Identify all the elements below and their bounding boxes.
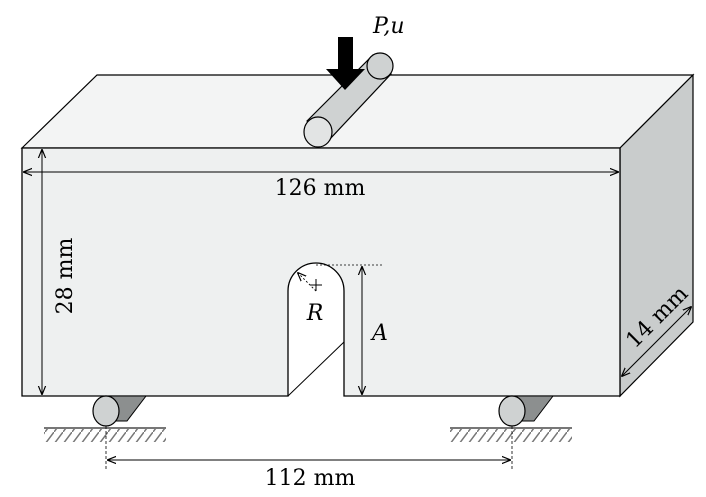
length-label: 126 mm [275, 176, 366, 201]
load-label: P,u [372, 14, 405, 39]
load-arrow-icon [326, 37, 365, 90]
notch-radius-marker [298, 273, 322, 292]
loading-roller [303, 52, 394, 148]
beam-front-face [21, 147, 621, 397]
left-ground-hatch [44, 427, 166, 442]
right-ground-hatch [450, 427, 572, 442]
notch-radius-label: R [306, 301, 324, 326]
notch-back-edge [287, 341, 345, 397]
height-label: 28 mm [53, 238, 78, 315]
depth-dimension-line [622, 307, 691, 376]
left-support-roller [92, 395, 148, 427]
right-support-roller [498, 395, 555, 427]
notch-depth-label: A [370, 321, 388, 346]
span-label: 112 mm [265, 466, 356, 491]
